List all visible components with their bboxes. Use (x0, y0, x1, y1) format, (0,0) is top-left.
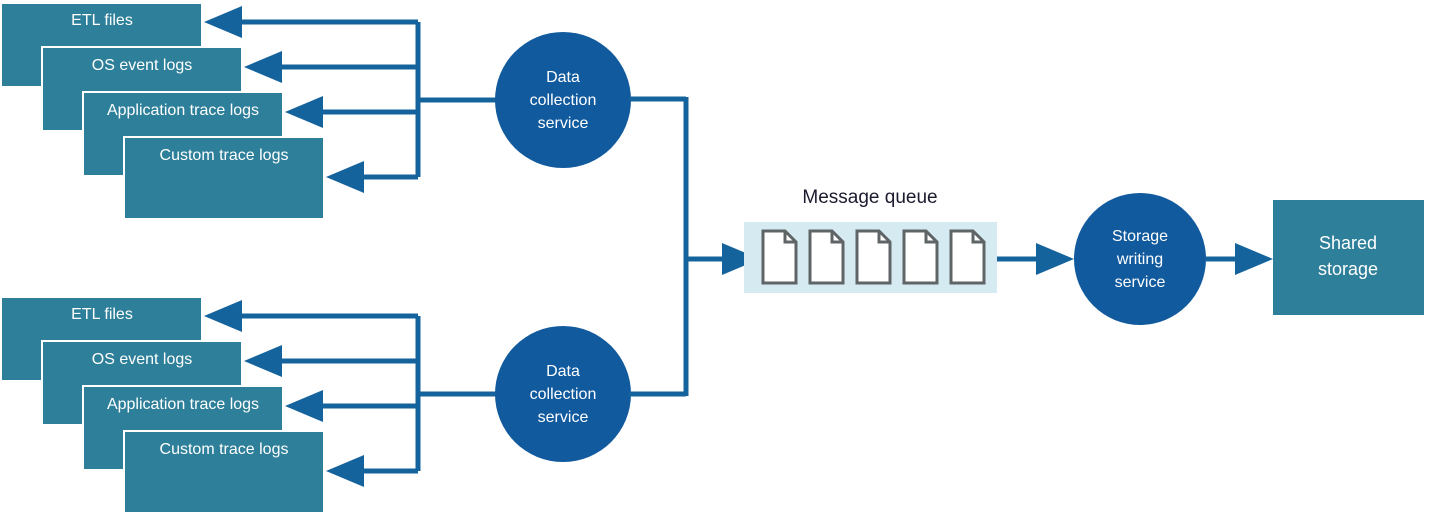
arrowhead-to-shared-storage (1235, 243, 1273, 275)
merge-to-queue-connector (629, 96, 760, 397)
document-icon[interactable] (808, 229, 845, 285)
queue-message-item[interactable] (902, 229, 939, 285)
storage-writing-service[interactable]: Storage writing service (1074, 193, 1206, 325)
document-fold-icon (830, 231, 843, 244)
arrowhead-to-os-event-logs-top (244, 51, 282, 83)
arrowhead-to-application-trace-logs-top (285, 96, 323, 128)
bottom-data-collection-service[interactable]: Data collection service (495, 326, 631, 462)
service-circle[interactable] (495, 326, 631, 462)
service-circle[interactable] (495, 32, 631, 168)
arrowhead-to-etl-files-bottom (204, 300, 242, 332)
top-fanout-connector (204, 6, 497, 193)
document-icon[interactable] (855, 229, 892, 285)
queue-message-item[interactable] (949, 229, 986, 285)
queue-message-item[interactable] (808, 229, 845, 285)
queue-message-item[interactable] (855, 229, 892, 285)
document-fold-icon (783, 231, 796, 244)
bottom-fanout-connector (204, 300, 497, 487)
arrowhead-to-os-event-logs-bottom (244, 345, 282, 377)
document-icon[interactable] (761, 229, 798, 285)
document-fold-icon (924, 231, 937, 244)
arrowhead-to-application-trace-logs-bottom (285, 390, 323, 422)
source-box-custom-trace-logs-bottom[interactable]: Custom trace logs (123, 430, 325, 514)
document-icon[interactable] (902, 229, 939, 285)
message-queue[interactable]: Message queue (744, 187, 997, 293)
top-data-collection-service[interactable]: Data collection service (495, 32, 631, 168)
queue-to-storage-writer-connector (997, 243, 1074, 275)
shared-storage-rect[interactable] (1273, 200, 1424, 315)
arrowhead-to-storage-writing-service (1036, 243, 1074, 275)
document-fold-icon (877, 231, 890, 244)
bottom-source-group: ETL files OS event logs Application trac… (0, 296, 325, 514)
document-fold-icon (971, 231, 984, 244)
source-box-rect[interactable] (123, 430, 325, 514)
service-circle[interactable] (1074, 193, 1206, 325)
message-queue-title: Message queue (802, 187, 937, 208)
queue-message-item[interactable] (761, 229, 798, 285)
source-box-rect[interactable] (123, 136, 325, 220)
shared-storage[interactable]: Shared storage (1273, 200, 1424, 315)
arrowhead-to-custom-trace-logs-top (326, 161, 364, 193)
arrowhead-to-custom-trace-logs-bottom (326, 455, 364, 487)
arrowhead-to-message-queue (722, 243, 760, 275)
source-box-custom-trace-logs-top[interactable]: Custom trace logs (123, 136, 325, 220)
writer-to-shared-storage-connector (1206, 243, 1273, 275)
document-icon[interactable] (949, 229, 986, 285)
arrowhead-to-etl-files-top (204, 6, 242, 38)
top-source-group: ETL files OS event logs Application trac… (0, 2, 325, 220)
